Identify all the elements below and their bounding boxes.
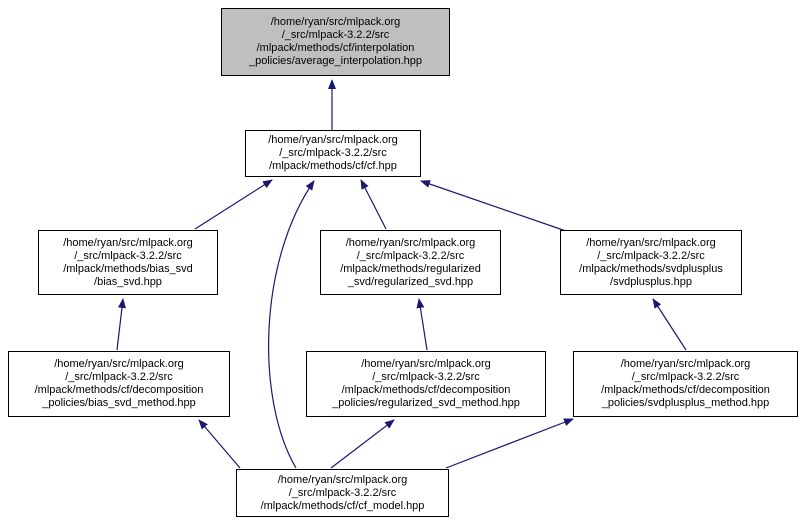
node-label-line: /_src/mlpack-3.2.2/src (74, 249, 182, 262)
node-label-line: /svdplusplus.hpp (610, 275, 692, 288)
edge-cf-model-to-cf (268, 180, 315, 469)
node-label-line: /mlpack/methods/bias_svd (63, 262, 193, 275)
node-label-line: /mlpack/methods/cf/decomposition (601, 384, 770, 396)
node-cf[interactable]: /home/ryan/src/mlpack.org /_src/mlpack-3… (245, 130, 421, 177)
node-svdplusplus[interactable]: /home/ryan/src/mlpack.org /_src/mlpack-3… (560, 230, 742, 295)
node-label-line: /_src/mlpack-3.2.2/src (372, 371, 480, 383)
node-label-line: _svd/regularized_svd.hpp (347, 275, 474, 288)
node-label-line: /home/ryan/src/mlpack.org (270, 16, 401, 28)
node-label-line: /mlpack/methods/cf/interpolation (256, 42, 415, 54)
node-label-line: /home/ryan/src/mlpack.org (586, 236, 716, 249)
node-label-line: /home/ryan/src/mlpack.org (620, 358, 751, 370)
node-label-line: /home/ryan/src/mlpack.org (54, 358, 184, 370)
edge-regularized-svd-method-to-regularized-svd (416, 298, 428, 351)
node-svdplusplus-method[interactable]: /home/ryan/src/mlpack.org /_src/mlpack-3… (573, 351, 798, 417)
node-label-line: /home/ryan/src/mlpack.org (277, 473, 408, 486)
node-label-line: /home/ryan/src/mlpack.org (63, 236, 193, 249)
node-label-line: /bias_svd.hpp (94, 275, 162, 288)
node-label-line: /mlpack/methods/cf/cf.hpp (269, 160, 397, 172)
edge-bias-svd-to-cf (194, 179, 273, 230)
node-label-line: _policies/bias_svd_method.hpp (42, 397, 196, 409)
node-label-line: /_src/mlpack-3.2.2/src (65, 371, 173, 383)
edge-svdplusplus-to-cf (420, 180, 567, 232)
edge-bias-svd-method-to-bias-svd (116, 298, 126, 351)
node-label-line: /mlpack/methods/cf/decomposition (341, 384, 511, 396)
node-cf-model[interactable]: /home/ryan/src/mlpack.org /_src/mlpack-3… (236, 469, 449, 517)
node-label-line: _policies/regularized_svd_method.hpp (332, 397, 520, 409)
node-label-line: /_src/mlpack-3.2.2/src (279, 147, 387, 159)
edge-svdplusplus-method-to-svdplusplus (652, 298, 687, 351)
node-label-line: /home/ryan/src/mlpack.org (361, 358, 491, 370)
node-label-line: /mlpack/methods/svdplusplus (579, 262, 723, 275)
node-label-line: /mlpack/methods/cf/decomposition (34, 384, 204, 396)
node-average-interpolation[interactable]: /home/ryan/src/mlpack.org /_src/mlpack-3… (221, 8, 450, 76)
node-label-line: /_src/mlpack-3.2.2/src (597, 249, 705, 262)
node-label-line: /mlpack/methods/regularized (340, 262, 481, 275)
edge-regularized-svd-to-cf (360, 179, 387, 230)
edge-cf-model-to-bias-svd-method (198, 419, 241, 469)
node-label-line: /home/ryan/src/mlpack.org (345, 236, 476, 249)
edge-cf-model-to-svdplusplus-method (445, 418, 574, 469)
node-label-line: /mlpack/methods/cf/cf_model.hpp (260, 499, 425, 512)
node-regularized-svd[interactable]: /home/ryan/src/mlpack.org /_src/mlpack-3… (320, 230, 501, 295)
node-bias-svd-method[interactable]: /home/ryan/src/mlpack.org /_src/mlpack-3… (8, 351, 230, 417)
node-regularized-svd-method[interactable]: /home/ryan/src/mlpack.org /_src/mlpack-3… (306, 351, 546, 417)
node-label-line: /_src/mlpack-3.2.2/src (288, 486, 397, 499)
node-label-line: /_src/mlpack-3.2.2/src (281, 29, 390, 41)
node-label-line: /_src/mlpack-3.2.2/src (631, 371, 740, 383)
node-label-line: _policies/svdplusplus_method.hpp (601, 397, 770, 409)
node-label-line: /_src/mlpack-3.2.2/src (356, 249, 465, 262)
node-label-line: /home/ryan/src/mlpack.org (268, 134, 398, 146)
node-label-line: _policies/average_interpolation.hpp (248, 55, 423, 67)
edge-cf-model-to-regularized-svd-method (330, 419, 395, 469)
node-bias-svd[interactable]: /home/ryan/src/mlpack.org /_src/mlpack-3… (38, 230, 218, 295)
